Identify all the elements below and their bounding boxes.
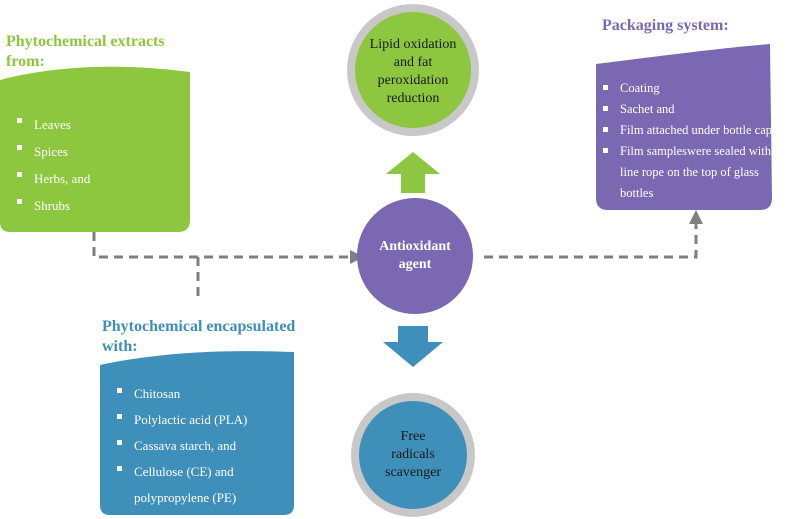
list-item: Sachet and: [600, 99, 772, 120]
down-arrow: [383, 326, 443, 367]
phytochemical-encapsulated-heading-line1: Phytochemical encapsulated: [102, 318, 296, 335]
phytochemical-extracts-heading-line2: from:: [6, 53, 45, 70]
list-item-continuation: bottles: [620, 186, 654, 200]
connector-extracts-to-agent: [92, 232, 352, 259]
list-item: Film attached under bottle cap: [600, 120, 772, 141]
free-radicals-label-line3: scavenger: [385, 465, 441, 480]
phytochemical-encapsulated-heading: Phytochemical encapsulated with:: [102, 317, 295, 357]
arrowhead-to-packaging: [689, 210, 703, 224]
phytochemical-encapsulated-heading-line2: with:: [102, 338, 138, 355]
packaging-system-list: Coating Sachet and Film attached under b…: [600, 78, 772, 204]
list-item: Coating: [600, 78, 772, 99]
antioxidant-agent-circle: [357, 198, 473, 314]
phytochemical-encapsulated-list: Chitosan Polylactic acid (PLA) Cassava s…: [114, 381, 247, 511]
antioxidant-agent-label: Antioxidant agent: [365, 238, 465, 274]
lipid-oxidation-label-line2: and fat: [393, 55, 433, 70]
phytochemical-extracts-card: [0, 66, 190, 232]
free-radicals-label-line1: Free: [400, 429, 426, 444]
list-item: Spices: [14, 138, 90, 165]
list-item: Chitosan: [114, 381, 247, 407]
antioxidant-agent-label-line2: agent: [398, 257, 432, 272]
arrowhead-to-agent: [350, 250, 364, 264]
packaging-system-card: [596, 44, 772, 210]
connector-agent-to-packaging: [484, 222, 698, 259]
lipid-oxidation-circle: [355, 12, 471, 128]
list-item: Film sampleswere sealed with: [600, 141, 772, 162]
free-radicals-circle: [359, 401, 467, 509]
free-radicals-label-line2: radicals: [391, 447, 435, 462]
free-radicals-label: Free radicals scavenger: [363, 428, 463, 482]
list-item-continuation: polypropylene (PE): [134, 490, 237, 505]
phytochemical-encapsulated-card: [100, 351, 294, 515]
lipid-oxidation-label-line1: Lipid oxidation: [369, 37, 457, 52]
phytochemical-extracts-heading: Phytochemical extracts from:: [6, 32, 165, 72]
list-item-continuation: line rope on the top of glass: [620, 165, 759, 179]
lipid-oxidation-label-line4: reduction: [386, 91, 440, 106]
list-item: Herbs, and: [14, 165, 90, 192]
list-item: Shrubs: [14, 192, 90, 219]
packaging-system-heading: Packaging system:: [602, 17, 729, 34]
list-item: Cellulose (CE) and: [114, 459, 247, 485]
list-item: Leaves: [14, 111, 90, 138]
antioxidant-agent-label-line1: Antioxidant: [379, 239, 451, 254]
lipid-oxidation-label: Lipid oxidation and fat peroxidation red…: [363, 36, 463, 108]
up-arrow: [386, 152, 440, 193]
list-item: Cassava starch, and: [114, 433, 247, 459]
phytochemical-extracts-heading-line1: Phytochemical extracts: [6, 33, 165, 50]
phytochemical-extracts-list: Leaves Spices Herbs, and Shrubs: [14, 111, 90, 219]
list-item: Polylactic acid (PLA): [114, 407, 247, 433]
lipid-oxidation-label-line3: peroxidation: [377, 73, 449, 88]
